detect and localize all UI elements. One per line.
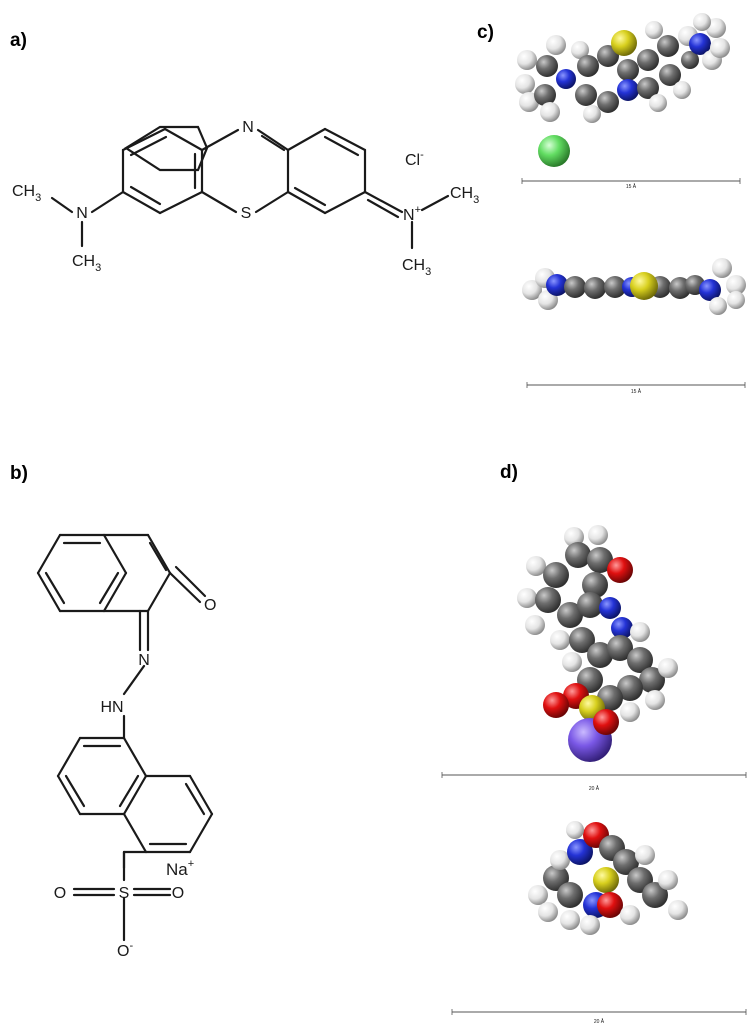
atom-o-right: O [172, 885, 184, 902]
atom-hn: HN [100, 699, 123, 716]
methyl-right-upper: CH3 [450, 185, 479, 206]
panel-label-b: b) [10, 463, 28, 484]
scale-label-c-top: 15 Å [626, 183, 637, 190]
methyl-left-lower: CH3 [72, 253, 101, 274]
ring-a-center [200, 128, 290, 214]
chloride-sphere [538, 135, 570, 167]
methylene-blue-3d-top [515, 13, 730, 167]
methylene-blue-structure: N S N CH3 CH3 N+ CH3 CH3 Cl- [12, 119, 479, 278]
scale-label-d-top: 20 Å [589, 785, 600, 792]
atom-o-minus: O- [117, 940, 133, 960]
sodium-counterion: Na+ [166, 858, 194, 879]
methyl-left-upper: CH3 [12, 183, 41, 204]
methyl-right-lower: CH3 [402, 257, 431, 278]
scale-label-c-bottom: 15 Å [631, 388, 642, 395]
panel-label-a: a) [10, 30, 27, 51]
methylene-blue-3d-side [522, 258, 746, 315]
scale-bar-c-top: 15 Å [521, 178, 741, 190]
atom-carbonyl-o: O [204, 597, 216, 614]
scale-bar-d-bottom: 20 Å [451, 1009, 747, 1025]
atom-n-ring: N [242, 119, 254, 136]
azo-dye-structure: O N HN Na+ S O O O- [36, 533, 216, 960]
azo-dye-3d-side [528, 821, 688, 935]
panel-label-c: c) [477, 22, 494, 43]
ring-a-left [121, 127, 204, 215]
atom-azo-n: N [138, 652, 150, 669]
panel-label-d: d) [500, 462, 518, 483]
ring-a-right [286, 127, 367, 215]
atom-n-plus-right: N+ [403, 204, 421, 224]
azo-dye-3d-top [517, 525, 678, 762]
scale-bar-c-bottom: 15 Å [526, 382, 746, 395]
atom-o-left: O [54, 885, 66, 902]
scale-label-d-bottom: 20 Å [594, 1018, 605, 1025]
scale-bar-d-top: 20 Å [441, 772, 747, 792]
atom-sulfur: S [119, 885, 130, 902]
atom-s-ring: S [241, 205, 252, 222]
atom-n-left: N [76, 205, 88, 222]
chloride-counterion: Cl- [405, 149, 424, 169]
